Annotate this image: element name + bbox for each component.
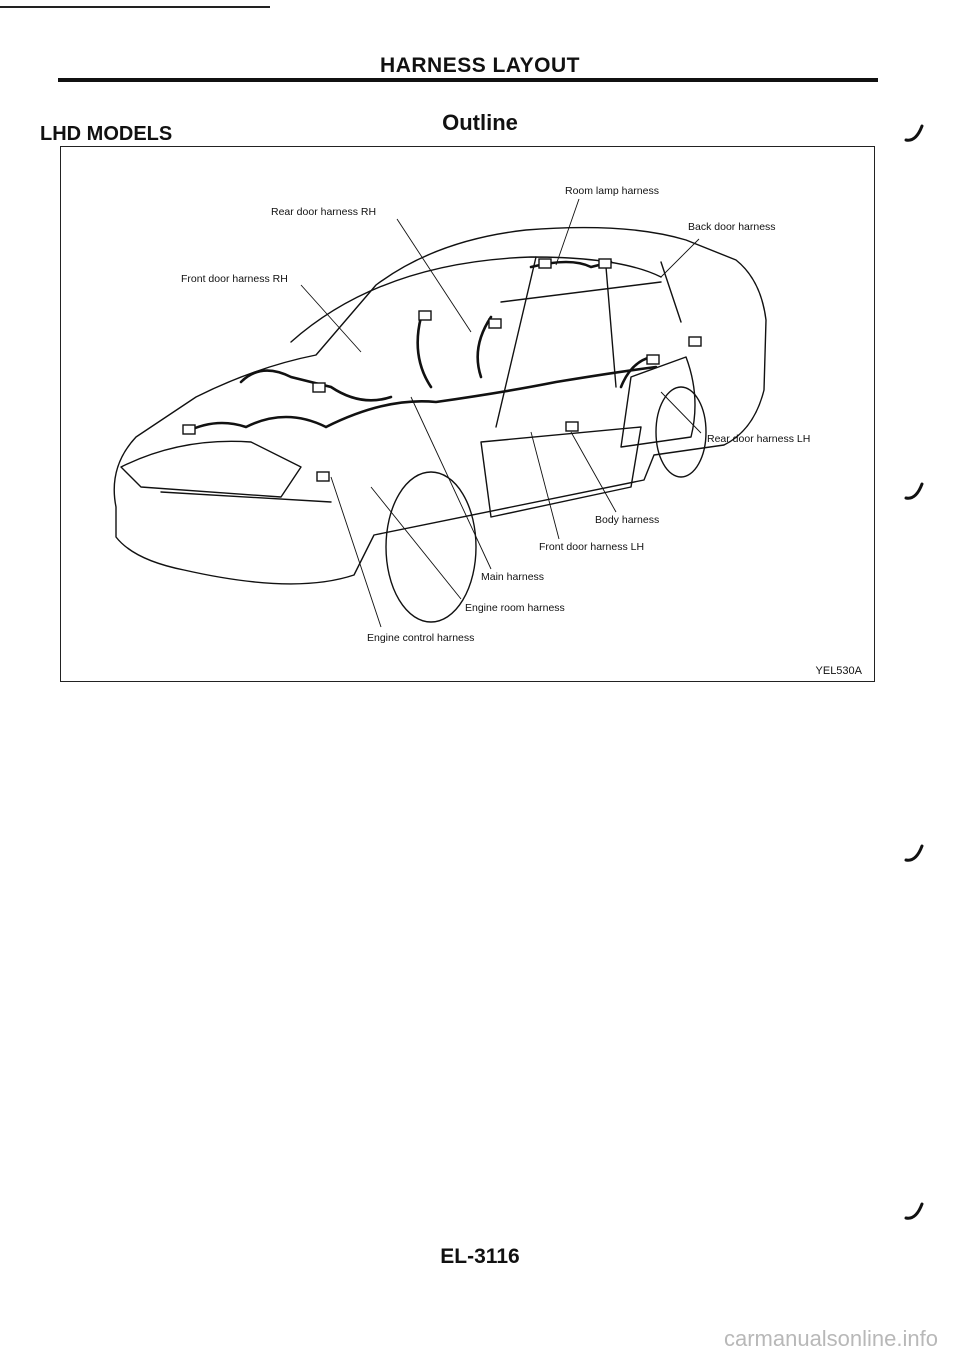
connector	[598, 258, 612, 269]
pillar-lines	[495, 256, 682, 428]
label-room-lamp-harness: Room lamp harness	[565, 185, 659, 197]
leader-engine-room	[370, 486, 462, 600]
leader-engine-control	[330, 476, 382, 628]
connector	[316, 471, 330, 482]
label-main-harness: Main harness	[481, 571, 545, 583]
leader-body	[570, 431, 617, 513]
window-line	[500, 281, 662, 303]
front-door-frame	[480, 426, 642, 518]
engine-room-wire	[239, 369, 393, 402]
connector	[688, 336, 702, 347]
leader-rear-door-rh	[396, 218, 472, 333]
check-mark-icon	[904, 482, 924, 500]
connector	[538, 258, 552, 269]
headlight-area	[120, 440, 302, 498]
page-number: EL-3116	[440, 1245, 520, 1268]
car-harness-diagram	[113, 198, 767, 628]
check-mark-icon	[904, 124, 924, 142]
connector	[646, 354, 660, 365]
section-heading: LHD MODELS	[40, 123, 173, 145]
title-rule	[58, 78, 878, 82]
subtitle: Outline	[442, 110, 518, 135]
leader-room-lamp	[555, 198, 580, 266]
check-mark-icon	[904, 1202, 924, 1220]
leader-rear-door-lh	[660, 391, 702, 434]
check-mark-icon	[904, 844, 924, 862]
main-harness-wire	[184, 365, 658, 434]
figure-id: YEL530A	[815, 665, 862, 677]
figure-frame: Room lamp harness Rear door harness RH B…	[60, 146, 875, 682]
rear-door-frame	[620, 356, 696, 448]
connector	[565, 421, 579, 432]
leader-front-door-rh	[300, 284, 362, 353]
label-rear-door-harness-lh: Rear door harness LH	[707, 433, 811, 445]
connector	[488, 318, 502, 329]
rear-wheel	[655, 386, 707, 478]
watermark[interactable]: carmanualsonline.info	[723, 1326, 938, 1351]
rear-door-rh-wire	[416, 315, 493, 389]
label-engine-control-harness: Engine control harness	[367, 632, 475, 644]
leader-front-door-lh	[530, 431, 560, 540]
label-body-harness: Body harness	[595, 514, 660, 526]
connector	[418, 310, 432, 321]
leader-back-door	[660, 238, 700, 278]
front-wheel	[385, 471, 477, 623]
page-title: HARNESS LAYOUT	[380, 54, 580, 77]
label-back-door-harness: Back door harness	[688, 221, 776, 233]
connector	[182, 424, 196, 435]
label-front-door-harness-lh: Front door harness LH	[539, 541, 645, 553]
connector	[312, 382, 326, 393]
label-rear-door-harness-rh: Rear door harness RH	[271, 206, 377, 218]
label-front-door-harness-rh: Front door harness RH	[181, 273, 288, 285]
roof-line	[290, 256, 662, 343]
top-border-line	[0, 6, 270, 8]
label-engine-room-harness: Engine room harness	[465, 602, 565, 614]
hood-edge	[160, 491, 332, 503]
leader-main	[410, 396, 492, 570]
